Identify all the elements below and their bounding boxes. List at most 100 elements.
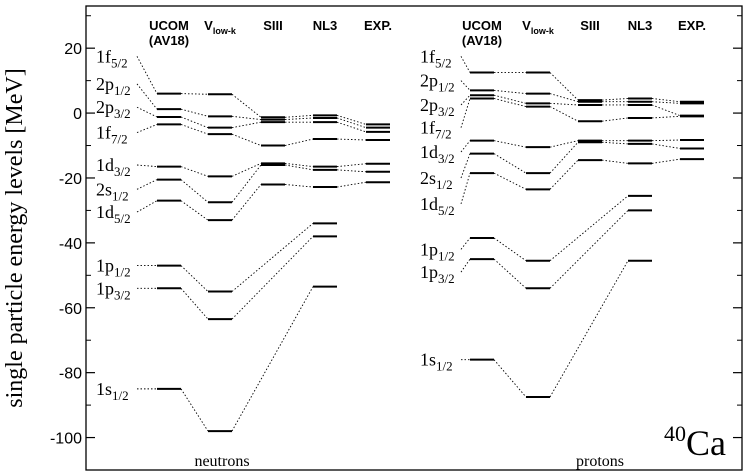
orbital-label-subscript: 5/2: [435, 55, 452, 70]
level-connector: [651, 139, 681, 142]
level-connector: [231, 223, 314, 292]
orbital-connector: [136, 164, 158, 168]
orbital-connector: [136, 124, 158, 133]
level-connector: [284, 114, 314, 118]
column-header-exp: EXP.: [678, 18, 706, 33]
level-connector: [231, 164, 262, 203]
level-connector: [493, 172, 527, 190]
orbital-label: 1f5/2: [96, 46, 128, 70]
orbital-label: 2p1/2: [420, 71, 455, 95]
orbital-label: 2s1/2: [96, 179, 129, 203]
level-connector: [284, 162, 314, 168]
orbital-label-subscript: 5/2: [111, 55, 128, 70]
orbital-label-subscript: 1/2: [436, 359, 453, 374]
orbital-label-subscript: 3/2: [438, 271, 455, 286]
level-connector: [601, 98, 629, 101]
orbital-label-subscript: 1/2: [112, 388, 129, 403]
orbital-label-subscript: 1/2: [112, 188, 129, 203]
column-header-siii: SIII: [263, 18, 283, 33]
y-tick-label: 20: [64, 41, 82, 58]
y-tick-label: 0: [73, 106, 82, 123]
orbital-label: 1f7/2: [420, 118, 452, 142]
level-connector: [493, 153, 527, 174]
level-connector: [336, 117, 367, 129]
level-connector: [549, 93, 579, 103]
column-header-vlowk: Vlow-k: [522, 18, 555, 36]
orbital-label: 1p3/2: [420, 262, 455, 286]
level-connector: [601, 159, 629, 164]
orbital-connector: [460, 237, 471, 250]
nucleus-mass: 40: [664, 421, 686, 446]
orbital-label: 2s1/2: [420, 168, 453, 192]
orbital-label: 1d5/2: [420, 194, 455, 218]
level-connector: [549, 141, 579, 174]
orbital-label: 2p1/2: [96, 74, 131, 98]
orbital-connector: [460, 140, 471, 153]
orbital-label: 1f7/2: [96, 123, 128, 147]
level-connector: [601, 117, 629, 122]
orbital-connector: [460, 258, 471, 273]
plot-frame: [85, 5, 743, 471]
level-connector: [601, 141, 629, 145]
column-header-nl3: NL3: [313, 18, 338, 33]
level-connector: [231, 115, 262, 121]
orbital-connector: [460, 94, 471, 106]
level-connector: [180, 265, 209, 292]
level-connector: [180, 108, 209, 117]
level-connector: [549, 140, 579, 148]
orbital-label: 2p3/2: [96, 97, 131, 121]
orbital-label-subscript: 7/2: [111, 132, 128, 147]
orbital-label-subscript: 5/2: [438, 203, 455, 218]
orbital-label: 1d5/2: [96, 202, 131, 226]
level-connector: [231, 162, 262, 177]
level-connector: [231, 286, 314, 432]
level-connector: [549, 195, 629, 262]
orbital-label: 1p1/2: [96, 256, 131, 280]
level-connector: [651, 158, 681, 164]
column-header-ucom: UCOM: [149, 18, 189, 33]
orbital-label-subscript: 5/2: [114, 211, 131, 226]
orbital-connector: [460, 80, 471, 91]
orbital-connector: [460, 153, 471, 179]
orbital-label-subscript: 3/2: [438, 104, 455, 119]
level-connector: [231, 133, 262, 146]
level-connector: [336, 114, 367, 125]
orbital-label-subscript: 7/2: [435, 127, 452, 142]
column-header-vlowk: Vlow-k: [204, 18, 237, 36]
orbital-label: 1p3/2: [96, 278, 131, 302]
orbital-label-subscript: 1/2: [114, 265, 131, 280]
y-tick-label: -20: [59, 171, 82, 188]
column-header-siii: SIII: [580, 18, 600, 33]
orbital-label: 1d3/2: [96, 155, 131, 179]
level-connector: [493, 237, 527, 262]
orbital-label-subscript: 1/2: [438, 248, 455, 263]
level-connector: [180, 93, 209, 95]
level-connector: [284, 164, 314, 171]
level-connector: [549, 102, 579, 106]
level-connector: [231, 93, 262, 118]
column-header-ucom: UCOM: [462, 18, 502, 33]
orbital-label-subscript: 1/2: [436, 177, 453, 192]
level-connector: [336, 121, 367, 133]
level-connector: [180, 388, 209, 432]
level-connector: [651, 115, 681, 119]
level-connector: [336, 181, 367, 188]
orbital-connector: [136, 179, 158, 190]
level-connector: [549, 106, 579, 122]
level-connector: [549, 159, 579, 190]
level-connector: [180, 200, 209, 221]
level-connector: [651, 98, 681, 103]
orbital-label: 1s1/2: [420, 350, 453, 374]
level-connector: [493, 89, 527, 95]
level-connector: [493, 258, 527, 289]
level-connector: [284, 138, 314, 146]
orbital-label-subscript: 3/2: [438, 151, 455, 166]
level-connector: [180, 124, 209, 135]
orbital-connector: [460, 56, 471, 73]
nucleus-symbol: Ca: [686, 423, 726, 463]
level-connector: [549, 72, 579, 101]
orbital-label-subscript: 3/2: [114, 164, 131, 179]
y-tick-label: -100: [50, 431, 82, 448]
orbital-label: 1s1/2: [96, 379, 129, 403]
column-header-exp: EXP.: [364, 18, 392, 33]
